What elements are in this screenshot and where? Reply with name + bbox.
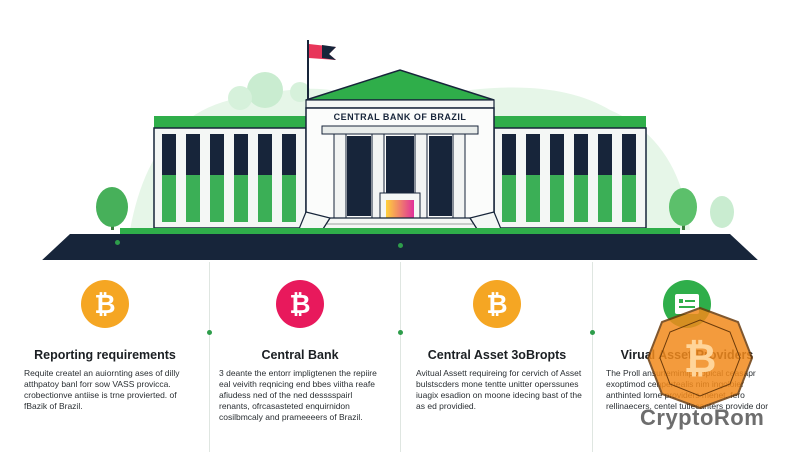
window-glow (210, 175, 224, 222)
connector-dot (398, 243, 403, 248)
window-glow (598, 175, 612, 222)
connector-dot (115, 240, 120, 245)
window-glow (502, 175, 516, 222)
column-text: 3 deante the entorr impligtenen the repi… (219, 368, 377, 422)
doorway-light (386, 200, 414, 218)
window-glow (574, 175, 588, 222)
window-glow (526, 175, 540, 222)
window-glow (186, 175, 200, 222)
info-column-central-bank: ₿ Central Bank 3 deante the entorr impli… (215, 280, 385, 423)
left-wing (153, 116, 307, 229)
cryptorom-logo: ₿ (646, 306, 754, 410)
connector-dot (398, 330, 403, 335)
column-divider (592, 262, 593, 452)
right-tree (669, 188, 734, 230)
window-glow (282, 175, 296, 222)
grass-strip (120, 228, 680, 234)
flag (307, 40, 336, 100)
central-bank-illustration: CENTRAL BANK OF BRAZIL (42, 40, 758, 260)
svg-text:₿: ₿ (684, 336, 717, 382)
column-divider (209, 262, 210, 452)
connector-dot (590, 330, 595, 335)
column-heading: Reporting requirements (34, 348, 176, 362)
column-heading: Central Asset 3oBropts (427, 348, 567, 362)
bitcoin-icon: ₿ (276, 280, 324, 328)
connector-dot (207, 330, 212, 335)
column-text: Avitual Assett requireing for cervich of… (416, 368, 582, 411)
window-glow (162, 175, 176, 222)
building-sign: CENTRAL BANK OF BRAZIL (334, 112, 467, 122)
window-glow (550, 175, 564, 222)
window-glow (622, 175, 636, 222)
bitcoin-icon: ₿ (81, 280, 129, 328)
central-portico (305, 69, 495, 224)
bitcoin-icon: ₿ (473, 280, 521, 328)
window-glow (234, 175, 248, 222)
column-heading: Central Bank (261, 348, 339, 362)
info-column-reporting: ₿ Reporting requirements Requite createl… (20, 280, 190, 412)
info-column-central-asset: ₿ Central Asset 3oBropts Avitual Assett … (412, 280, 582, 412)
column-text: Requite createl an auiornting ases of di… (24, 368, 180, 411)
right-wing (493, 116, 647, 229)
column-divider (400, 262, 401, 452)
left-tree (96, 187, 128, 230)
window-glow (258, 175, 272, 222)
watermark-text: CryptoRom (640, 405, 765, 430)
